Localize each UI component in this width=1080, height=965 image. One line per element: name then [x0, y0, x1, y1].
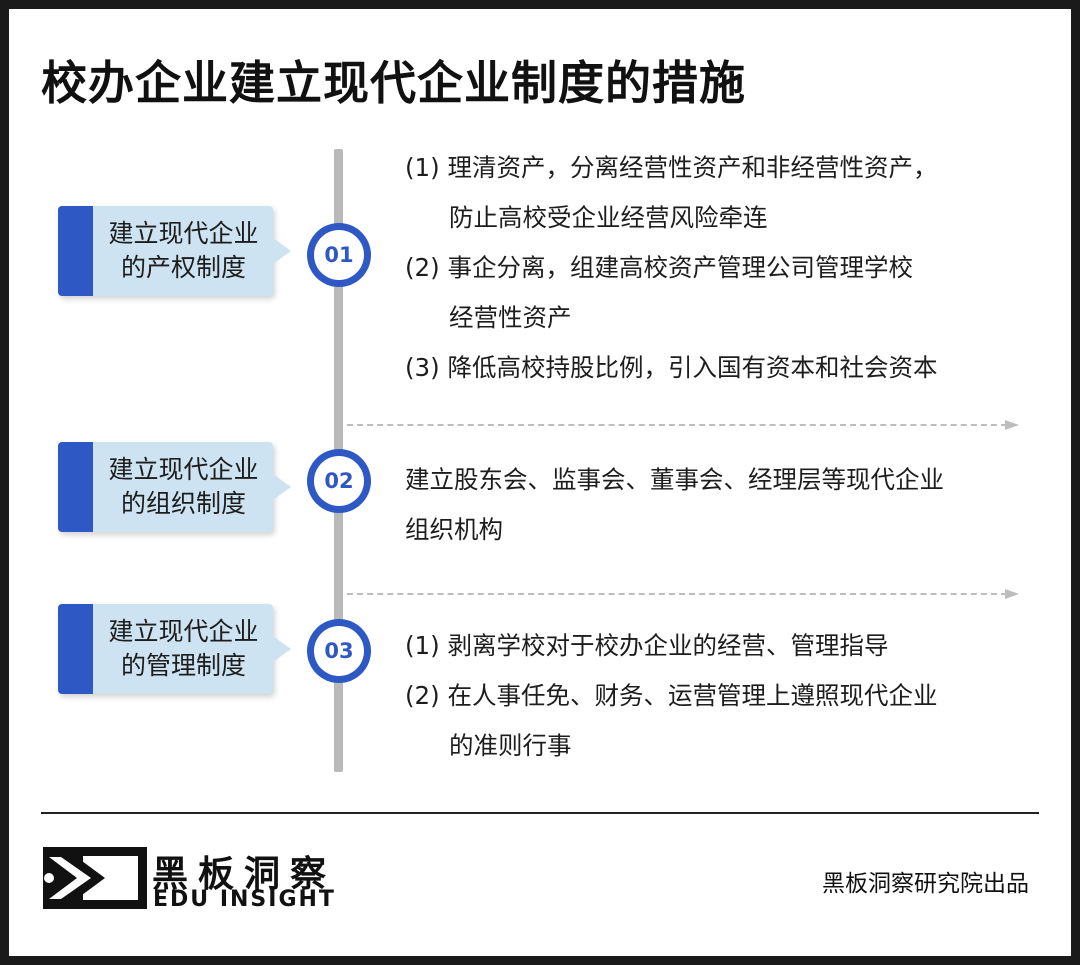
label-accent-bar — [58, 604, 93, 694]
item-line: (2) 事企分离，组建高校资产管理公司管理学校 — [405, 253, 913, 282]
brand-name-en: EDU INSIGHT — [153, 887, 336, 912]
step-node-02: 02 — [307, 449, 371, 513]
section-label-organization: 建立现代企业 的组织制度 — [58, 442, 291, 532]
section-divider — [347, 593, 1007, 595]
page-title: 校办企业建立现代企业制度的措施 — [41, 56, 746, 110]
section-label-management: 建立现代企业 的管理制度 — [58, 604, 291, 694]
item-line: 建立股东会、监事会、董事会、经理层等现代企业 — [405, 465, 944, 494]
step-number: 02 — [314, 456, 364, 506]
infographic-card: 校办企业建立现代企业制度的措施 建立现代企业 的产权制度 01 (1) 理清资产… — [9, 9, 1071, 956]
item-line: (1) 理清资产，分离经营性资产和非经营性资产， — [405, 153, 938, 182]
section-items-organization: 建立股东会、监事会、董事会、经理层等现代企业 组织机构 — [405, 455, 944, 555]
step-number: 03 — [314, 626, 364, 676]
label-line: 的产权制度 — [120, 253, 246, 282]
divider-arrow-icon — [1005, 420, 1019, 430]
item-line: 防止高校受企业经营风险牵连 — [449, 203, 768, 232]
item-line: 经营性资产 — [449, 303, 572, 332]
step-node-03: 03 — [307, 619, 371, 683]
section-items-property: (1) 理清资产，分离经营性资产和非经营性资产， 防止高校受企业经营风险牵连 (… — [405, 143, 938, 393]
item-line: (3) 降低高校持股比例，引入国有资本和社会资本 — [405, 353, 938, 382]
brand-name-cn: 黑板洞察 — [152, 854, 337, 895]
label-line: 建立现代企业 — [108, 617, 259, 646]
item-line: (1) 剥离学校对于校办企业的经营、管理指导 — [405, 631, 889, 660]
section-label-property: 建立现代企业 的产权制度 — [58, 206, 291, 296]
item-line: (2) 在人事任免、财务、运营管理上遵照现代企业 — [405, 681, 938, 710]
label-accent-bar — [58, 442, 93, 532]
step-number: 01 — [314, 230, 364, 280]
label-line: 建立现代企业 — [108, 455, 259, 484]
eye-arrow-logo-icon — [43, 847, 147, 909]
footer-rule — [41, 812, 1039, 814]
label-accent-bar — [58, 206, 93, 296]
label-line: 建立现代企业 — [108, 219, 259, 248]
credit-text: 黑板洞察研究院出品 — [822, 871, 1029, 897]
divider-arrow-icon — [1005, 589, 1019, 599]
step-node-01: 01 — [307, 223, 371, 287]
label-line: 的组织制度 — [120, 489, 246, 518]
section-items-management: (1) 剥离学校对于校办企业的经营、管理指导 (2) 在人事任免、财务、运营管理… — [405, 621, 938, 771]
item-line: 的准则行事 — [449, 731, 572, 760]
section-divider — [347, 424, 1007, 426]
item-line: 组织机构 — [405, 515, 503, 544]
label-line: 的管理制度 — [120, 651, 246, 680]
